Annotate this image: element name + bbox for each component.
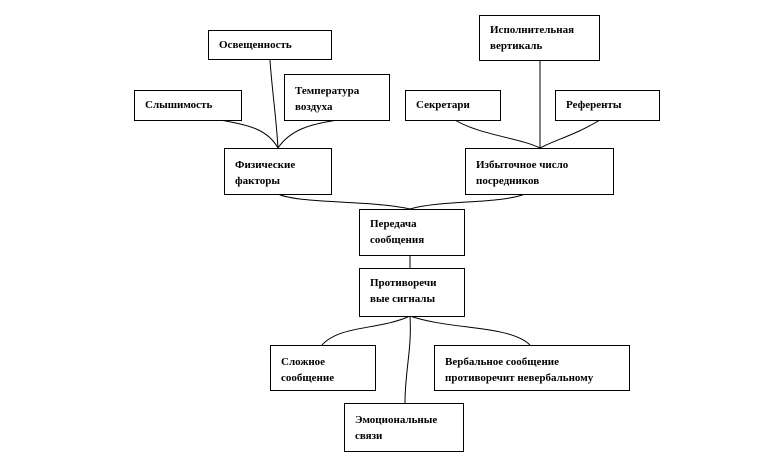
node-label: Противоречи вые сигналы (370, 277, 437, 305)
edge-slyshimost-fizicheskie (219, 119, 279, 149)
node-ispolnitelnaya: Исполнительная вертикаль (479, 15, 600, 61)
edge-izbytochnoe-peredacha (409, 193, 526, 210)
node-label: Секретари (416, 99, 470, 111)
node-label: Освещенность (219, 39, 292, 51)
edge-osveshchennost-fizicheskie (269, 59, 279, 149)
node-label: Избыточное число посредников (476, 159, 569, 187)
node-protivorechivye: Противоречи вые сигналы (359, 268, 465, 317)
node-label: Вербальное сообщение противоречит неверб… (445, 356, 594, 384)
node-label: Слышимость (145, 99, 213, 111)
edge-sekretari-izbytochnoe (454, 119, 541, 149)
node-referenty: Референты (555, 90, 660, 121)
node-fizicheskie: Физические факторы (224, 148, 332, 195)
node-osveshchennost: Освещенность (208, 30, 332, 60)
node-temperatura: Температура воздуха (284, 74, 390, 121)
node-label: Температура воздуха (295, 85, 360, 113)
node-peredacha: Передача сообщения (359, 209, 465, 256)
edge-protivorechivye-slozhnoe (321, 315, 411, 346)
node-slyshimost: Слышимость (134, 90, 242, 121)
node-label: Физические факторы (235, 159, 296, 187)
node-label: Передача сообщения (370, 218, 425, 246)
node-label: Сложное сообщение (281, 356, 335, 384)
edge-protivorechivye-emotsionalnye (404, 315, 411, 404)
node-izbytochnoe: Избыточное число посредников (465, 148, 614, 195)
edge-protivorechivye-verbalnoe (409, 315, 531, 346)
edge-referenty-izbytochnoe (539, 119, 601, 149)
node-label: Исполнительная вертикаль (490, 24, 575, 52)
node-slozhnoe: Сложное сообщение (270, 345, 376, 391)
node-emotsionalnye: Эмоциональные связи (344, 403, 464, 452)
node-label: Референты (566, 99, 622, 111)
node-label: Эмоциональные связи (355, 414, 438, 442)
node-sekretari: Секретари (405, 90, 501, 121)
edge-temperatura-fizicheskie (277, 119, 339, 149)
edge-fizicheskie-peredacha (277, 193, 411, 210)
node-verbalnoe: Вербальное сообщение противоречит неверб… (434, 345, 630, 391)
